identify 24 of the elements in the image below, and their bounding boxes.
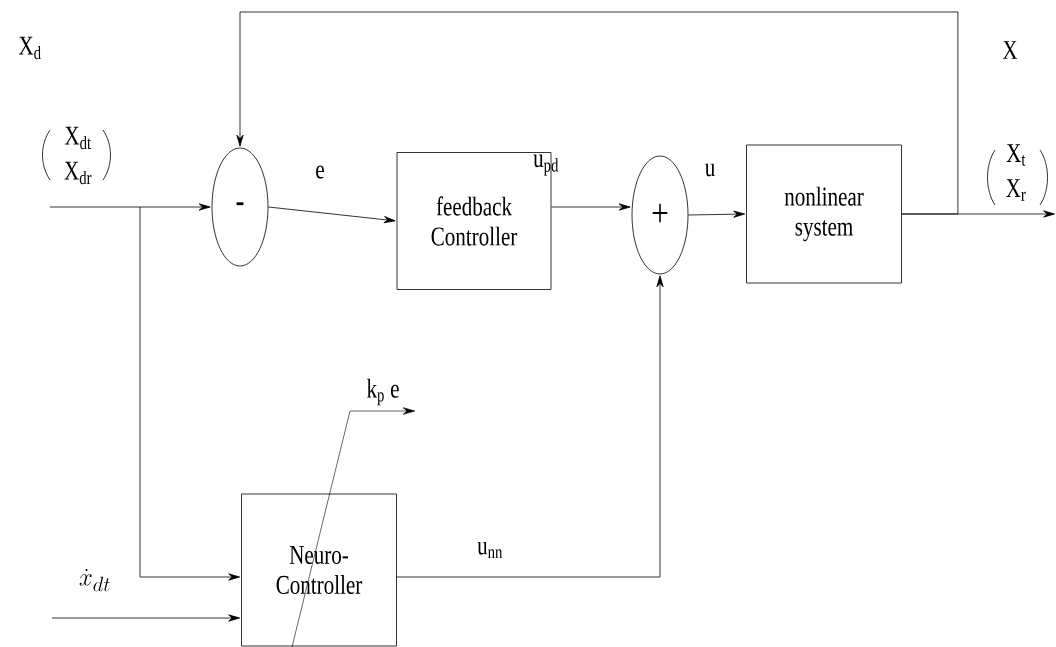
edge-label: e [316,165,324,179]
arrow [51,614,241,622]
arrow [268,206,396,224]
arrow [688,210,746,218]
edge-label: u$_{pd}$ [533,154,559,176]
signal-label: X [1002,41,1018,59]
signal-label: X$_{dt}$ [64,126,91,150]
arrow [236,11,959,215]
arrow [139,206,241,581]
signal-label: X$_{t}$ [1006,144,1026,166]
signal-label: X$_{d}$ [18,36,41,60]
signal-label: k$_{p}$ e [366,378,399,406]
block-box: nonlinear system [746,144,902,284]
summing-junction: - [211,147,269,267]
block-box: Neuro- Controller [241,493,397,647]
arrow [49,203,211,211]
arrow [551,203,631,211]
signal-label: $\dot{x}_{dt}$ [79,568,110,592]
signal-label: X$_{dr}$ [64,161,92,185]
edge-label: u$_{nn}$ [477,541,503,559]
edge-label: u [705,163,715,177]
arrow [396,275,664,578]
signal-label: X$_{r}$ [1006,179,1026,201]
summing-junction: + [631,155,689,275]
